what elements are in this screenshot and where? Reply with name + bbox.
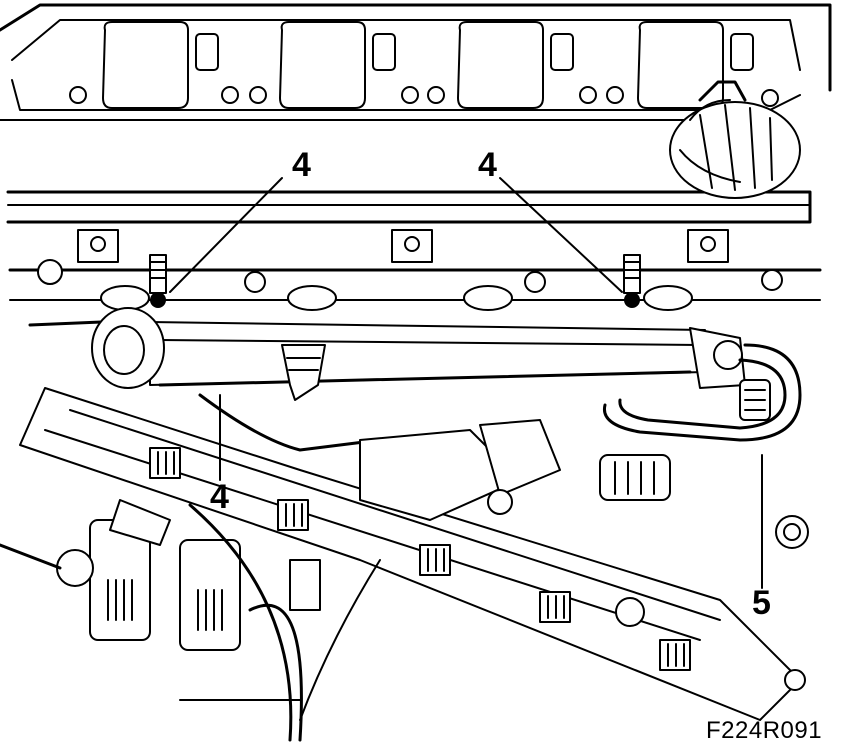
oil-filler-cap bbox=[669, 80, 801, 199]
connector-1 bbox=[149, 447, 181, 479]
mounting-bosses bbox=[37, 229, 783, 293]
fuel-rail-bolt-right bbox=[623, 254, 641, 308]
leader-right-top bbox=[499, 177, 623, 293]
intake-manifold-ports bbox=[8, 229, 822, 311]
injector-seats bbox=[100, 285, 693, 311]
harness-connectors bbox=[149, 447, 691, 671]
engine-cover bbox=[0, 3, 832, 224]
ignition-coil-2 bbox=[249, 21, 419, 109]
fuel-pressure-sensor bbox=[281, 344, 326, 401]
connector-5 bbox=[659, 639, 691, 671]
callout-label-right-top: 4 bbox=[478, 146, 497, 184]
connector-4 bbox=[539, 591, 571, 623]
callout-leaders bbox=[169, 177, 763, 589]
fuel-return-hose bbox=[602, 343, 802, 442]
connector-2 bbox=[277, 499, 309, 531]
callout-label-left-top: 4 bbox=[292, 146, 311, 184]
lower-engine-components bbox=[0, 393, 809, 742]
ignition-coil-3 bbox=[427, 21, 597, 109]
ignition-coil-1 bbox=[69, 21, 239, 109]
fuel-rail bbox=[28, 307, 746, 389]
wiring-harness-rail bbox=[19, 387, 806, 721]
leader-left-top bbox=[169, 177, 283, 293]
connector-3 bbox=[419, 544, 451, 576]
callout-label-hose: 5 bbox=[752, 584, 771, 622]
callout-label-lower: 4 bbox=[210, 478, 229, 516]
ignition-coil-4 bbox=[606, 21, 779, 109]
fuel-rail-bolt-left bbox=[149, 254, 167, 308]
figure-code: F224R091 bbox=[706, 717, 822, 744]
